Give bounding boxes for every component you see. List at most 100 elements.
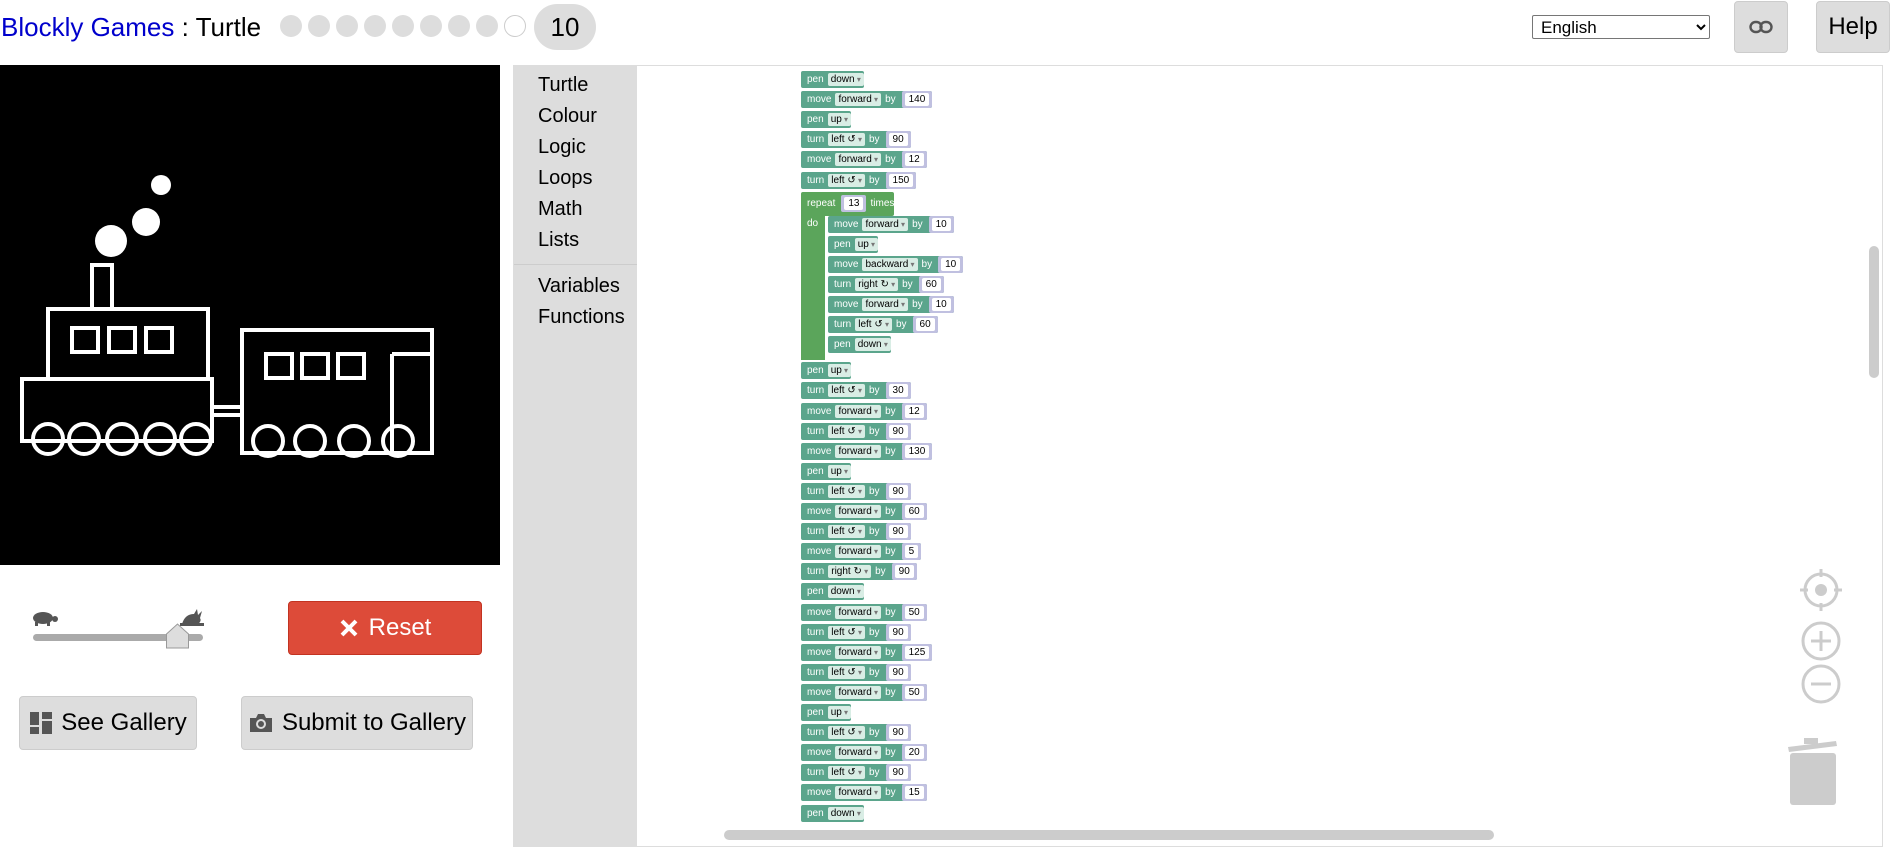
number-block[interactable]: 10 bbox=[938, 255, 964, 273]
language-select[interactable]: English bbox=[1532, 15, 1710, 39]
app-home-link[interactable]: Blockly Games bbox=[1, 12, 175, 42]
number-field[interactable]: 140 bbox=[904, 93, 930, 107]
number-block[interactable]: 50 bbox=[901, 603, 927, 621]
horizontal-scrollbar[interactable] bbox=[724, 830, 1494, 840]
block-dropdown[interactable]: forward bbox=[862, 298, 909, 311]
recenter-icon[interactable] bbox=[1800, 569, 1842, 611]
number-field[interactable]: 12 bbox=[904, 404, 924, 418]
number-field[interactable]: 90 bbox=[888, 133, 908, 147]
number-block[interactable]: 90 bbox=[885, 131, 911, 149]
block-dropdown[interactable]: left ↺ bbox=[828, 625, 865, 639]
number-field[interactable]: 15 bbox=[904, 786, 924, 800]
number-block[interactable]: 12 bbox=[901, 402, 927, 420]
number-block[interactable]: 90 bbox=[885, 724, 911, 742]
blockly-workspace[interactable]: Turtle Colour Logic Loops Math Lists Var… bbox=[513, 65, 1883, 847]
number-block[interactable]: 90 bbox=[885, 523, 911, 541]
block-dropdown[interactable]: left ↺ bbox=[828, 525, 865, 539]
block-dropdown[interactable]: down bbox=[827, 585, 864, 599]
number-field[interactable]: 60 bbox=[915, 318, 935, 332]
block-dropdown[interactable]: up bbox=[827, 364, 852, 378]
level-dot[interactable] bbox=[336, 15, 358, 37]
move-block[interactable]: moveforwardby50 bbox=[801, 603, 927, 621]
block-dropdown[interactable]: forward bbox=[835, 545, 882, 559]
block-dropdown[interactable]: down bbox=[854, 338, 891, 352]
block-dropdown[interactable]: forward bbox=[835, 605, 882, 619]
number-block[interactable]: 60 bbox=[901, 503, 927, 520]
toolbox-category-math[interactable]: Math bbox=[538, 198, 583, 220]
block-dropdown[interactable]: left ↺ bbox=[828, 384, 865, 398]
block-dropdown[interactable]: left ↺ bbox=[828, 766, 865, 780]
move-block[interactable]: movebackwardby10 bbox=[828, 255, 964, 273]
number-field[interactable]: 13 bbox=[844, 197, 864, 211]
trash-icon[interactable] bbox=[1786, 733, 1840, 807]
block-dropdown[interactable]: right ↻ bbox=[855, 277, 899, 291]
zoom-out-icon[interactable] bbox=[1800, 663, 1842, 705]
toolbox-category-functions[interactable]: Functions bbox=[538, 306, 625, 328]
move-block[interactable]: moveforwardby20 bbox=[801, 744, 927, 762]
toolbox-category-logic[interactable]: Logic bbox=[538, 136, 586, 158]
number-field[interactable]: 10 bbox=[941, 257, 961, 271]
level-dot[interactable] bbox=[280, 15, 302, 37]
slider-knob[interactable] bbox=[166, 623, 189, 649]
number-block[interactable]: 90 bbox=[885, 422, 911, 440]
toolbox-category-lists[interactable]: Lists bbox=[538, 229, 580, 251]
help-button[interactable]: Help bbox=[1816, 1, 1890, 53]
number-block[interactable]: 125 bbox=[901, 643, 933, 661]
block-dropdown[interactable]: down bbox=[827, 73, 864, 86]
number-block[interactable]: 90 bbox=[885, 663, 911, 681]
move-block[interactable]: moveforwardby50 bbox=[801, 683, 927, 701]
link-button[interactable] bbox=[1734, 1, 1788, 53]
number-block[interactable]: 90 bbox=[885, 764, 911, 782]
block-dropdown[interactable]: right ↻ bbox=[828, 565, 872, 579]
number-block[interactable]: 60 bbox=[918, 275, 944, 293]
number-field[interactable]: 150 bbox=[888, 173, 914, 187]
move-block[interactable]: moveforwardby60 bbox=[801, 503, 927, 520]
submit-gallery-button[interactable]: Submit to Gallery bbox=[241, 696, 473, 750]
number-block[interactable]: 20 bbox=[901, 744, 927, 762]
number-field[interactable]: 20 bbox=[904, 746, 924, 760]
number-block[interactable]: 60 bbox=[912, 316, 938, 334]
blocks-canvas[interactable]: dopendownmoveforwardby140penupturnleft ↺… bbox=[637, 66, 1882, 846]
reset-button[interactable]: Reset bbox=[288, 601, 482, 655]
number-block[interactable]: 10 bbox=[928, 296, 954, 313]
number-field[interactable]: 12 bbox=[904, 153, 924, 167]
number-field[interactable]: 90 bbox=[888, 424, 908, 438]
block-dropdown[interactable]: forward bbox=[835, 786, 882, 800]
number-field[interactable]: 60 bbox=[904, 505, 924, 518]
level-dot[interactable] bbox=[308, 15, 330, 37]
number-block[interactable]: 5 bbox=[901, 543, 922, 561]
block-dropdown[interactable]: up bbox=[854, 237, 879, 251]
number-block[interactable]: 10 bbox=[928, 215, 954, 233]
level-dot[interactable] bbox=[364, 15, 386, 37]
block-dropdown[interactable]: left ↺ bbox=[828, 424, 865, 438]
move-block[interactable]: moveforwardby130 bbox=[801, 442, 933, 460]
level-dot[interactable] bbox=[476, 15, 498, 37]
toolbox-category-colour[interactable]: Colour bbox=[538, 105, 597, 127]
level-dot[interactable] bbox=[392, 15, 414, 37]
block-dropdown[interactable]: forward bbox=[835, 505, 882, 518]
toolbox-category-turtle[interactable]: Turtle bbox=[538, 74, 589, 96]
zoom-in-icon[interactable] bbox=[1800, 620, 1842, 662]
vertical-scrollbar[interactable] bbox=[1869, 246, 1879, 378]
block-dropdown[interactable]: left ↺ bbox=[828, 133, 865, 147]
number-field[interactable]: 125 bbox=[904, 645, 930, 659]
number-block[interactable]: 50 bbox=[901, 683, 927, 701]
number-field[interactable]: 130 bbox=[904, 444, 930, 458]
number-block[interactable]: 130 bbox=[901, 442, 933, 460]
move-block[interactable]: moveforwardby12 bbox=[801, 151, 927, 169]
number-field[interactable]: 90 bbox=[888, 484, 908, 498]
block-dropdown[interactable]: left ↺ bbox=[855, 318, 892, 332]
